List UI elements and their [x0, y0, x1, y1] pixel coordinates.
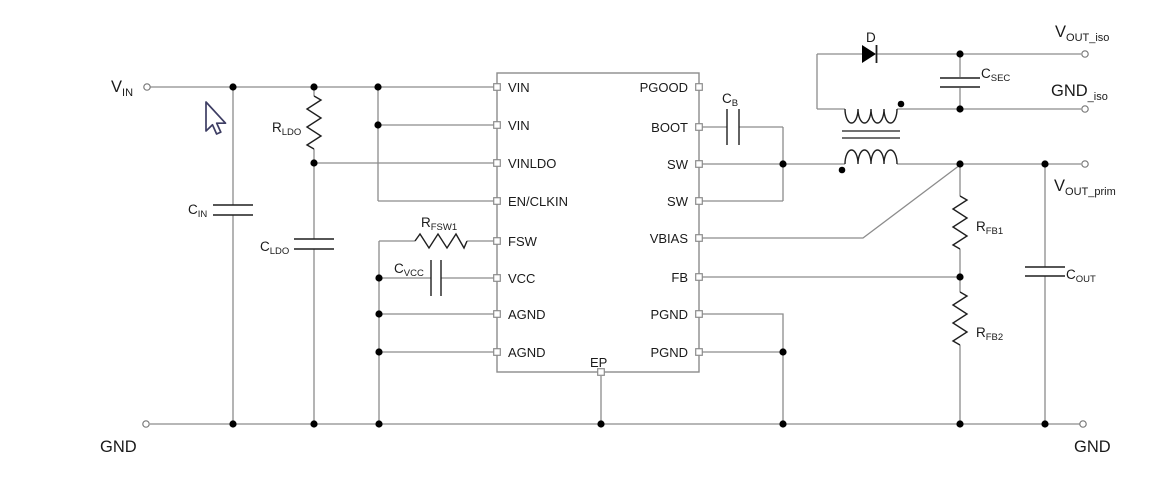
- pin-label-pgnd-1: PGND: [650, 307, 688, 322]
- junction-dots: [229, 50, 1049, 428]
- wires: [150, 53, 1081, 425]
- pin-sw-1: [695, 160, 703, 168]
- wire-sec-loop: [816, 53, 1081, 110]
- ic-pin-labels: VIN VIN VINLDO EN/CLKIN FSW VCC AGND AGN…: [508, 80, 689, 370]
- capacitor-csec: [940, 77, 980, 88]
- pin-label-vcc: VCC: [508, 271, 535, 286]
- terminal-vout-iso: [1081, 50, 1089, 58]
- capacitor-cin: [213, 204, 253, 216]
- pin-label-vin-1: VIN: [508, 80, 530, 95]
- pin-fb: [695, 273, 703, 281]
- gnd-right-label: GND: [1074, 438, 1111, 456]
- gnd-left-label: GND: [100, 438, 137, 456]
- diode-symbol: [862, 45, 876, 63]
- pin-vbias: [695, 234, 703, 242]
- pin-label-fsw: FSW: [508, 234, 538, 249]
- rldo-label: RLDO: [272, 120, 301, 138]
- capacitor-cldo: [294, 238, 334, 250]
- capacitor-cvcc: [430, 260, 442, 296]
- pin-label-sw-2: SW: [667, 194, 689, 209]
- pin-label-pgnd-2: PGND: [650, 345, 688, 360]
- vin-label: VIN: [111, 78, 133, 99]
- terminal-labels: VIN VOUT_iso GND_iso VOUT_prim GND GND: [100, 23, 1116, 456]
- pin-agnd-1: [493, 310, 501, 318]
- wire-pgnd2: [702, 351, 784, 424]
- mouse-cursor: [205, 101, 227, 135]
- pin-vinldo: [493, 159, 501, 167]
- pin-pgnd-2: [695, 348, 703, 356]
- terminal-vout-prim: [1081, 160, 1089, 168]
- pin-sw-2: [695, 197, 703, 205]
- ic-pins: [493, 83, 703, 376]
- terminal-gnd-right: [1079, 420, 1087, 428]
- resistor-rfb1: [951, 195, 969, 250]
- rfb2-label: RFB2: [976, 325, 1003, 343]
- terminals: [142, 50, 1089, 428]
- pin-label-boot: BOOT: [651, 120, 688, 135]
- pin-pgood: [695, 83, 703, 91]
- pin-vin-2: [493, 121, 501, 129]
- pin-agnd-2: [493, 348, 501, 356]
- transformer-core: [842, 130, 900, 139]
- pin-vcc: [493, 274, 501, 282]
- terminal-gnd-left: [142, 420, 150, 428]
- resistor-rldo: [305, 95, 323, 150]
- vout-prim-label: VOUT_prim: [1054, 177, 1116, 198]
- pin-pgnd-1: [695, 310, 703, 318]
- pin-label-ep: EP: [590, 355, 607, 370]
- pin-label-pgood: PGOOD: [640, 80, 688, 95]
- terminal-vin: [143, 83, 151, 91]
- pin-vin-1: [493, 83, 501, 91]
- pin-boot: [695, 123, 703, 131]
- pin-label-agnd-1: AGND: [508, 307, 546, 322]
- cvcc-label: CVCC: [394, 261, 424, 279]
- diode-label: D: [866, 30, 876, 45]
- terminal-gnd-iso: [1081, 105, 1089, 113]
- vout-iso-label: VOUT_iso: [1055, 23, 1109, 44]
- pin-fsw: [493, 237, 501, 245]
- pin-label-sw-1: SW: [667, 157, 689, 172]
- capacitor-cb: [726, 109, 740, 145]
- transformer-secondary-winding: [844, 108, 898, 124]
- phase-dot-primary: [838, 166, 846, 174]
- pin-label-vbias: VBIAS: [650, 231, 689, 246]
- resistor-rfsw1: [414, 232, 468, 250]
- wire-vbias: [702, 164, 961, 239]
- components: [213, 45, 1065, 346]
- csec-label: CSEC: [981, 66, 1010, 84]
- pin-label-agnd-2: AGND: [508, 345, 546, 360]
- pin-label-vin-2: VIN: [508, 118, 530, 133]
- capacitor-cout: [1025, 266, 1065, 277]
- cin-label: CIN: [188, 202, 207, 220]
- pin-en-clkin: [493, 197, 501, 205]
- rfb1-label: RFB1: [976, 219, 1003, 237]
- transformer-primary-winding: [844, 149, 898, 165]
- pin-label-fb: FB: [671, 270, 688, 285]
- wire-pgnd1: [702, 313, 784, 352]
- cb-label: CB: [722, 91, 738, 109]
- cldo-label: CLDO: [260, 239, 289, 257]
- rfsw1-label: RFSW1: [421, 215, 457, 233]
- pin-label-vinldo: VINLDO: [508, 156, 556, 171]
- pin-ep: [597, 368, 605, 376]
- pin-label-en-clkin: EN/CLKIN: [508, 194, 568, 209]
- ic-body: [496, 72, 700, 373]
- gnd-iso-label: GND_iso: [1051, 82, 1108, 103]
- cout-label: COUT: [1066, 267, 1096, 285]
- phase-dot-secondary: [897, 100, 905, 108]
- resistor-rfb2: [951, 291, 969, 346]
- component-labels: RLDO CIN CLDO RFSW1 CVCC CB D CSEC RFB1 …: [188, 30, 1096, 343]
